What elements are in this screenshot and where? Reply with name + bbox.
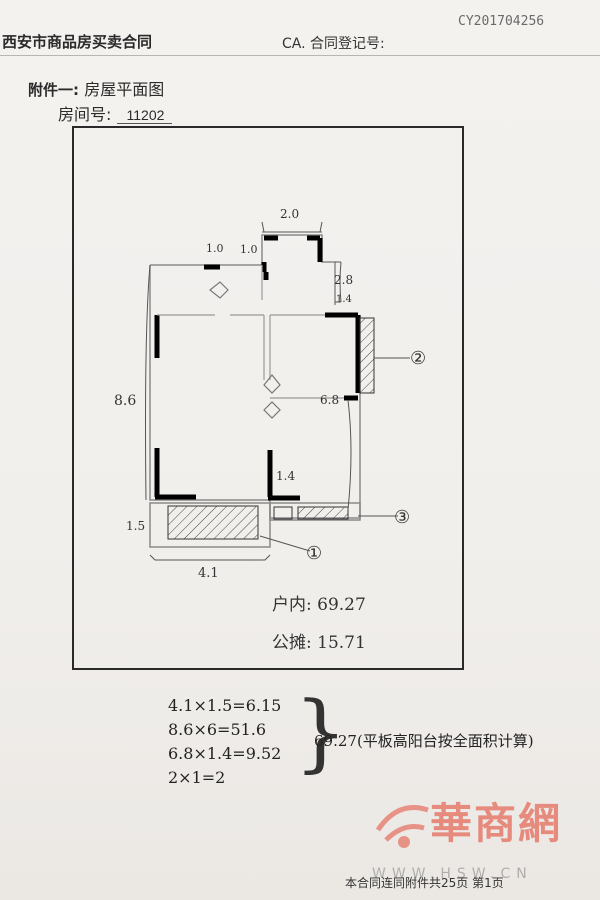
dim-small-b: 1.0 (240, 243, 258, 256)
calc-line-2: 8.6×6=51.6 (168, 720, 267, 739)
balcony-3 (297, 506, 349, 520)
marker-1: ① (306, 543, 322, 564)
dimension-brackets (145, 221, 410, 561)
area-inner: 户内: 69.27 (272, 595, 366, 615)
dim-bottom-width: 4.1 (198, 566, 219, 581)
balcony-2 (359, 317, 375, 394)
balcony-1 (167, 505, 259, 540)
marker-3: ③ (394, 507, 410, 528)
thick-walls (154, 235, 361, 501)
attachment-heading: 附件一: 房屋平面图 (28, 76, 164, 100)
watermark-text: 華商網 (430, 799, 563, 848)
dim-left-bottom: 1.5 (126, 519, 145, 533)
calc-line-3: 6.8×1.4=9.52 (168, 744, 282, 763)
watermark-url: WWW.HSW.CN (372, 866, 533, 882)
room-number-row: 房间号: 11202 (58, 101, 173, 125)
header-divider (0, 55, 600, 56)
attachment-name: 房屋平面图 (84, 80, 165, 99)
dim-small-a: 1.0 (206, 242, 224, 255)
attachment-label: 附件一: (28, 81, 79, 99)
room-number-label: 房间号: (58, 105, 112, 124)
marker-2: ② (410, 348, 426, 369)
document-title: 西安市商品房买卖合同 (2, 33, 153, 51)
page-footer: 本合同连同附件共25页 第1页 (345, 876, 504, 890)
floor-plan-frame (72, 126, 464, 670)
watermark-logo-icon (375, 805, 429, 848)
calc-total: 69.27(平板高阳台按全面积计算) (314, 732, 534, 750)
dim-left-height: 8.6 (114, 393, 136, 409)
dim-top-width: 2.0 (280, 207, 299, 221)
room-number-value: 11202 (116, 107, 173, 124)
door-swings (209, 281, 281, 419)
balcony-3-box (273, 506, 293, 520)
interior-walls (157, 265, 344, 399)
calc-line-4: 2×1=2 (168, 768, 226, 787)
area-shared: 公摊: 15.71 (272, 633, 366, 653)
calc-brace: } (294, 683, 348, 781)
calc-line-1: 4.1×1.5=6.15 (168, 696, 282, 715)
registration-label: CA. 合同登记号: (282, 36, 385, 52)
dim-inner-bottom: 1.4 (276, 469, 295, 483)
dim-right-mid: 1.4 (336, 294, 352, 305)
dim-inner-right: 6.8 (320, 393, 339, 407)
serial-number: CY201704256 (458, 14, 545, 29)
dim-right-top: 2.8 (334, 273, 353, 287)
outer-walls (149, 234, 361, 548)
